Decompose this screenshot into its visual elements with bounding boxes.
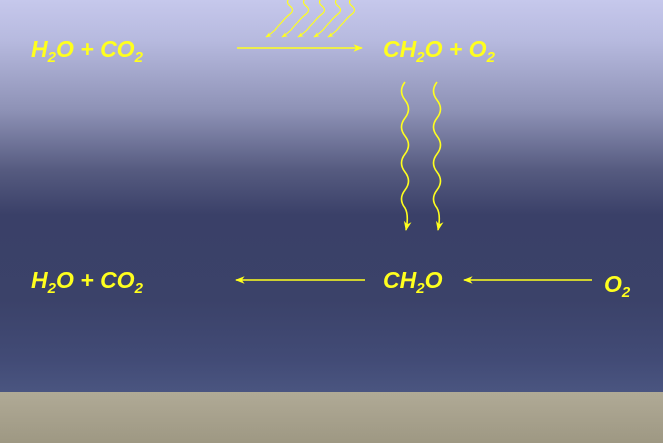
ch-symbol: CH: [383, 36, 417, 62]
subscript: 2: [134, 280, 143, 297]
formula-mid: O + O: [424, 36, 487, 62]
sinking-wavy-arrows-icon: [400, 81, 444, 231]
subscript: 2: [486, 49, 495, 66]
sea-floor-sediment: [0, 392, 663, 443]
formula-mid: O + CO: [55, 267, 135, 293]
oxygen-formula: O2: [604, 271, 630, 301]
subscript: 2: [47, 49, 56, 66]
subscript: 2: [47, 280, 56, 297]
organic-matter-formula: CH2O: [383, 267, 442, 297]
subscript: 2: [134, 49, 143, 66]
ch-symbol: CH: [383, 267, 417, 293]
formula-mid: O + CO: [55, 36, 135, 62]
subscript: 2: [621, 284, 631, 301]
deep-products-formula: H2O + CO2: [31, 267, 143, 297]
subscript: 2: [416, 280, 425, 297]
sunlight-wavy-arrows-icon: [265, 0, 356, 38]
o-symbol: O: [604, 271, 622, 297]
h-symbol: H: [31, 36, 48, 62]
subscript: 2: [416, 49, 425, 66]
surface-reactants-formula: H2O + CO2: [31, 36, 143, 66]
formula-tail: O: [424, 267, 443, 293]
h-symbol: H: [31, 267, 48, 293]
surface-products-formula: CH2O + O2: [383, 36, 495, 66]
